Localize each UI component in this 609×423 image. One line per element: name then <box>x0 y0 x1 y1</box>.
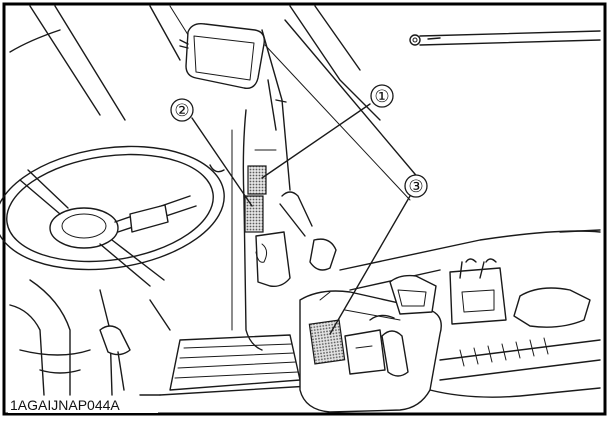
leader-line-2 <box>191 117 253 207</box>
label-3-decal <box>308 319 346 365</box>
leader-line-3 <box>329 195 411 335</box>
leader-line-1 <box>261 103 371 179</box>
figure-border <box>2 2 607 416</box>
rear-view-mirror <box>179 22 265 89</box>
right-dashboard <box>339 229 601 398</box>
callout-3: ③ <box>404 174 428 198</box>
callout-1: ① <box>370 84 394 108</box>
roof-rod <box>409 30 601 46</box>
cab-roof-lines <box>9 5 421 201</box>
steering-column <box>9 279 171 396</box>
callout-1-label: ① <box>374 87 389 106</box>
label-2-decal <box>244 195 264 233</box>
callout-3-label: ③ <box>408 177 423 196</box>
callout-2: ② <box>170 98 194 122</box>
steering-wheel <box>0 145 225 287</box>
pillar-lever <box>279 191 337 271</box>
figure-code: 1AGAIJNAP044A <box>10 397 120 413</box>
leader-lines <box>191 103 411 335</box>
callout-2-label: ② <box>174 101 189 120</box>
pillar-holder <box>255 231 291 288</box>
label-1-decal <box>247 165 267 195</box>
